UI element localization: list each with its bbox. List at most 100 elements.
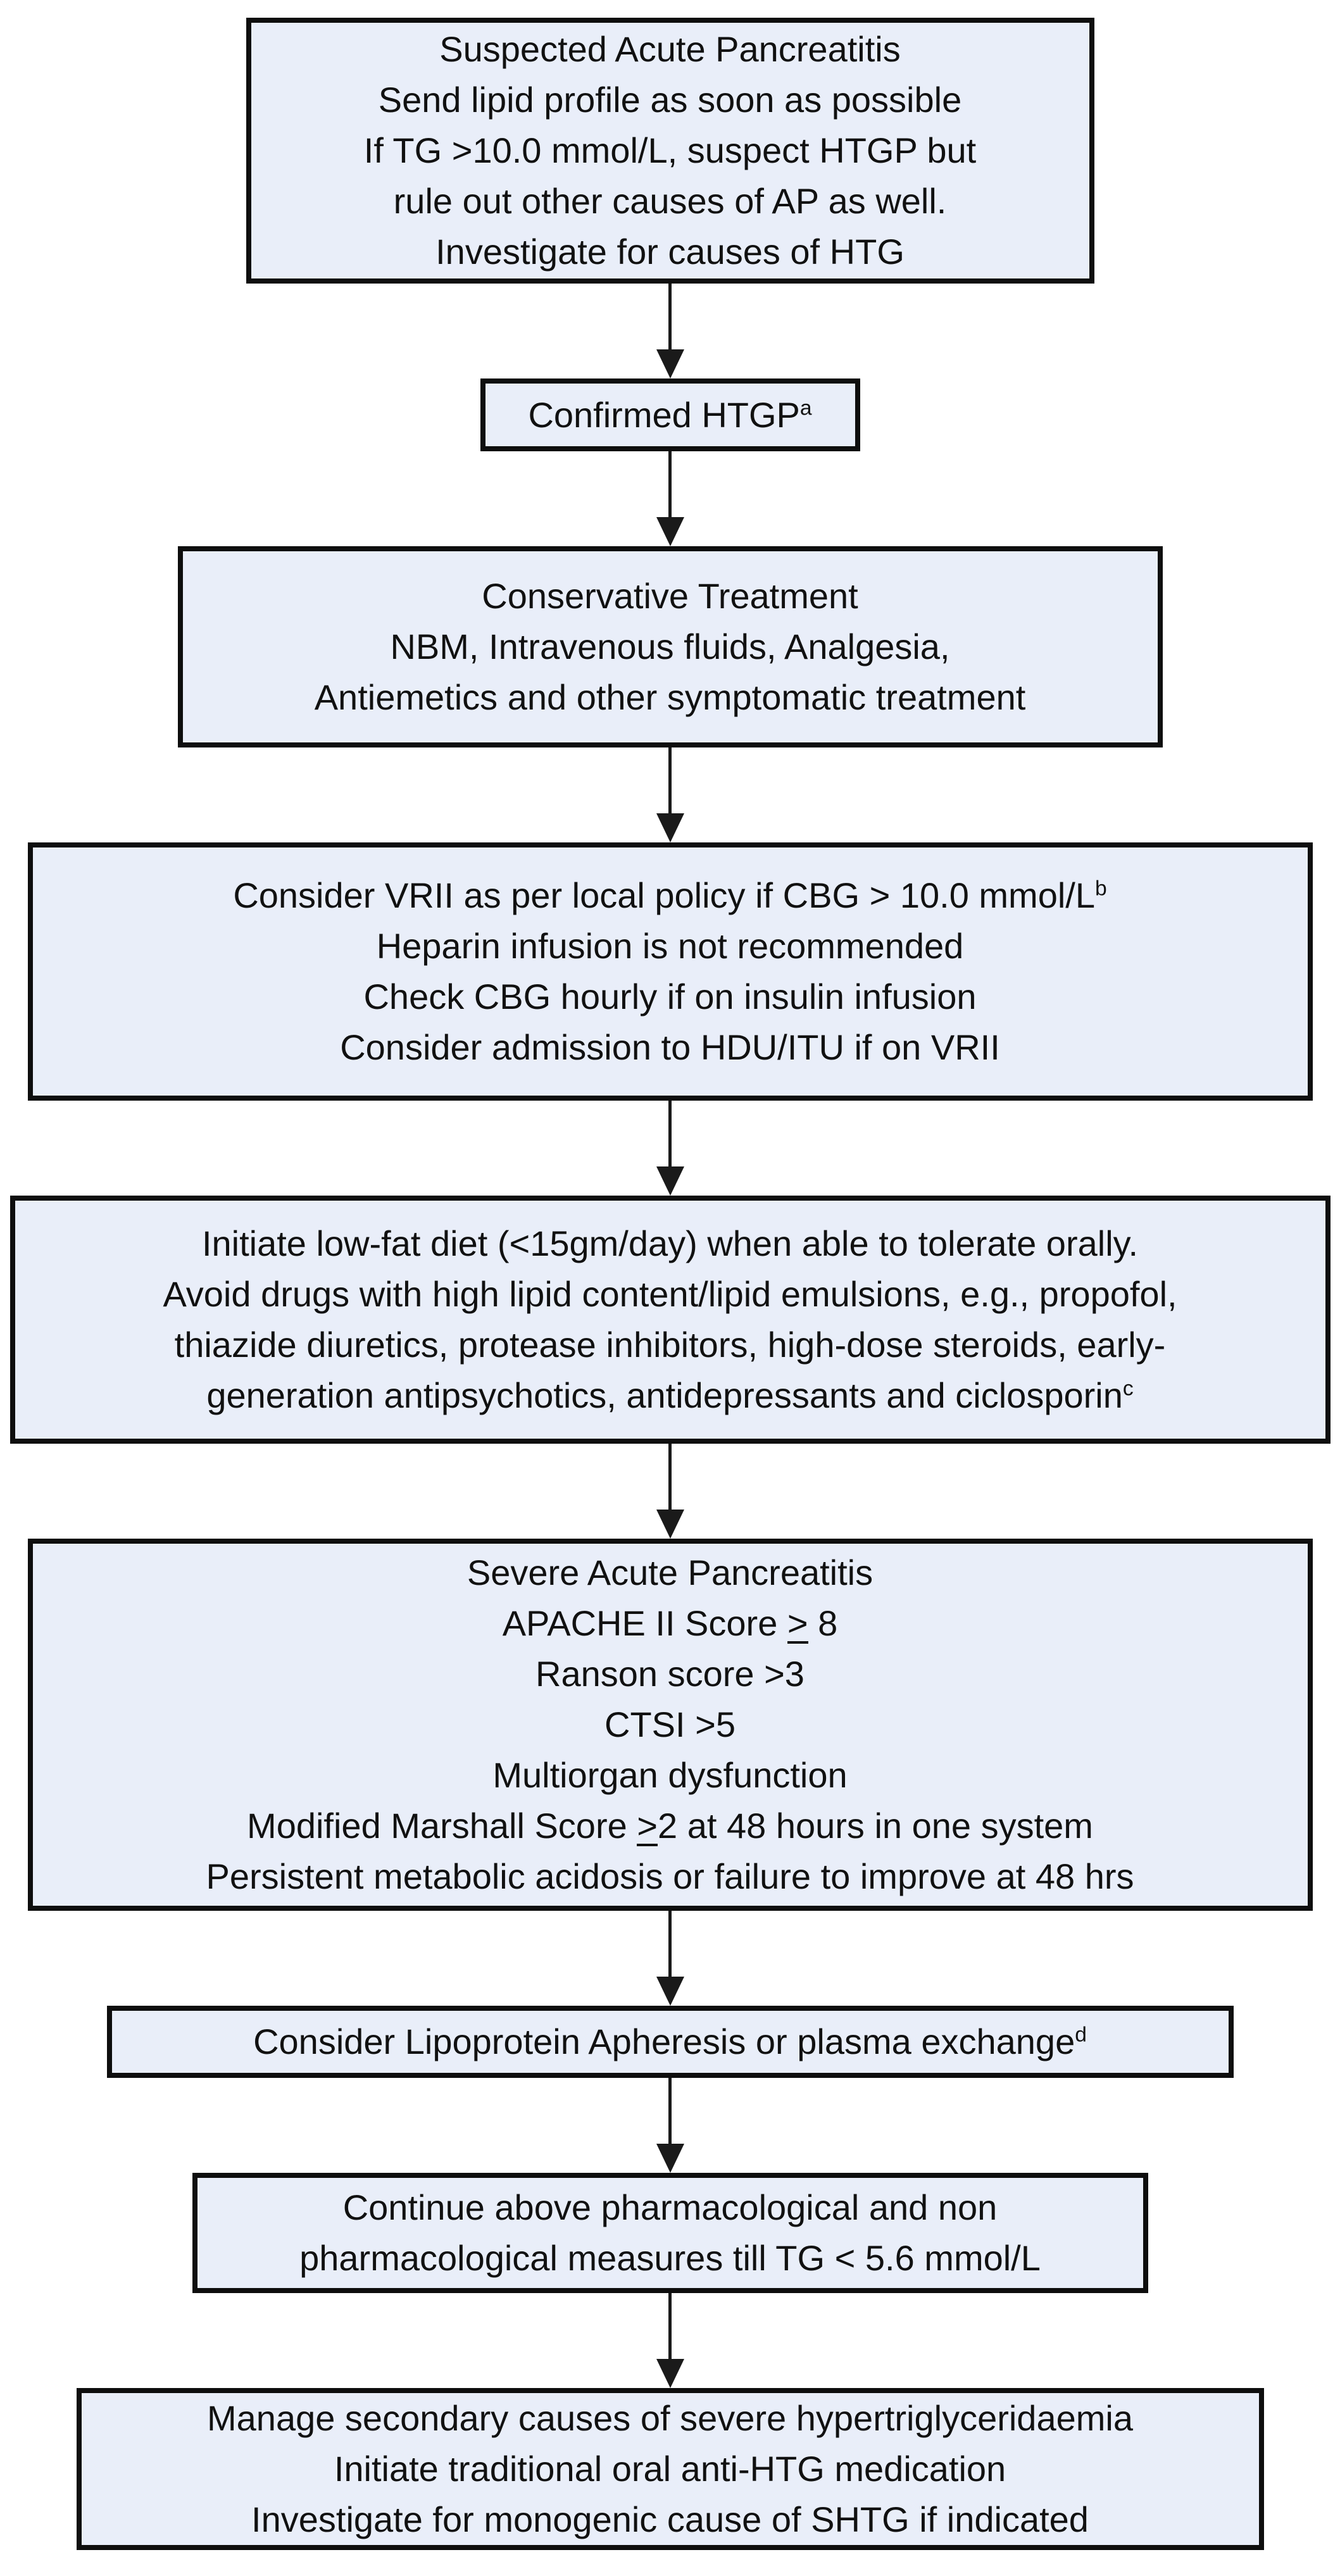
- flow-box-text-line: Manage secondary causes of severe hypert…: [207, 2393, 1133, 2444]
- flow-box-text-line: Investigate for monogenic cause of SHTG …: [251, 2494, 1089, 2545]
- flow-box-text-line: Conservative Treatment: [482, 571, 858, 622]
- flow-box-text-line: Initiate low-fat diet (<15gm/day) when a…: [202, 1218, 1138, 1269]
- text-segment: thiazide diuretics, protease inhibitors,…: [174, 1325, 1166, 1365]
- text-segment: CTSI >5: [604, 1704, 736, 1744]
- text-segment: Antiemetics and other symptomatic treatm…: [314, 677, 1026, 717]
- down-arrow-icon: [656, 1444, 684, 1539]
- footnote-superscript: c: [1122, 1377, 1134, 1401]
- flow-box-manage-secondary-causes: Manage secondary causes of severe hypert…: [76, 2388, 1264, 2550]
- arrow-head-icon: [656, 813, 684, 842]
- flow-box-text-line: pharmacological measures till TG < 5.6 m…: [299, 2233, 1041, 2284]
- text-segment: Continue above pharmacological and non: [342, 2187, 998, 2227]
- down-arrow-icon: [656, 747, 684, 842]
- text-segment: NBM, Intravenous fluids, Analgesia,: [390, 627, 950, 666]
- flow-box-lipoprotein-apheresis-plasma-exchange: Consider Lipoprotein Apheresis or plasma…: [106, 2006, 1234, 2078]
- flow-box-text-line: Send lipid profile as soon as possible: [379, 75, 961, 125]
- flow-box-text-line: Modified Marshall Score >2 at 48 hours i…: [247, 1801, 1093, 1851]
- arrow-shaft: [668, 1444, 672, 1511]
- flow-box-text-line: Multiorgan dysfunction: [492, 1750, 847, 1801]
- arrow-head-icon: [656, 1977, 684, 2006]
- flow-box-text-line: Severe Acute Pancreatitis: [467, 1547, 873, 1598]
- text-segment: Conservative Treatment: [482, 576, 858, 616]
- flow-box-text-line: Antiemetics and other symptomatic treatm…: [315, 672, 1026, 723]
- greater-equal-text: >: [787, 1603, 808, 1644]
- greater-equal-text: >: [637, 1806, 658, 1846]
- arrow-shaft: [668, 284, 672, 351]
- text-segment: Consider Lipoprotein Apheresis or plasma…: [253, 2022, 1075, 2061]
- flow-box-text-line: NBM, Intravenous fluids, Analgesia,: [390, 622, 949, 672]
- arrow-shaft: [668, 747, 672, 815]
- arrow-head-icon: [656, 1166, 684, 1196]
- down-arrow-icon: [656, 2078, 684, 2173]
- text-segment: pharmacological measures till TG < 5.6 m…: [299, 2238, 1041, 2278]
- arrow-head-icon: [656, 1510, 684, 1539]
- flow-box-text-line: APACHE II Score > 8: [502, 1598, 838, 1649]
- flow-box-text-line: generation antipsychotics, antidepressan…: [206, 1370, 1133, 1421]
- text-segment: Suspected Acute Pancreatitis: [439, 29, 901, 69]
- arrow-shaft: [668, 2293, 672, 2360]
- text-segment: Confirmed HTGP: [528, 394, 800, 435]
- text-segment: generation antipsychotics, antidepressan…: [206, 1375, 1123, 1415]
- arrow-shaft: [668, 2078, 672, 2145]
- flow-box-text-line: Confirmed HTGPa: [528, 390, 811, 441]
- flow-box-text-line: Check CBG hourly if on insulin infusion: [363, 972, 976, 1022]
- text-segment: Manage secondary causes of severe hypert…: [207, 2398, 1133, 2438]
- flow-box-text-line: Initiate traditional oral anti-HTG medic…: [334, 2444, 1006, 2494]
- flow-box-text-line: thiazide diuretics, protease inhibitors,…: [175, 1320, 1166, 1370]
- flow-box-text-line: Suspected Acute Pancreatitis: [439, 24, 900, 75]
- text-segment: APACHE II Score: [502, 1603, 787, 1643]
- flow-box-text-line: Consider admission to HDU/ITU if on VRII: [340, 1022, 1000, 1073]
- flow-box-text-line: Ranson score >3: [535, 1649, 805, 1699]
- text-segment: Severe Acute Pancreatitis: [466, 1553, 874, 1592]
- footnote-superscript: d: [1075, 2023, 1087, 2047]
- arrow-head-icon: [656, 2144, 684, 2173]
- flow-box-text-line: Investigate for causes of HTG: [435, 227, 905, 277]
- text-segment: Initiate traditional oral anti-HTG medic…: [334, 2449, 1006, 2489]
- flow-box-confirmed-htgp: Confirmed HTGPa: [480, 378, 860, 451]
- arrow-head-icon: [656, 517, 684, 546]
- arrow-shaft: [668, 1911, 672, 1978]
- flow-box-text-line: CTSI >5: [604, 1699, 736, 1750]
- flow-box-continue-measures-till-tg-target: Continue above pharmacological and non ph…: [192, 2173, 1148, 2293]
- flow-box-text-line: Continue above pharmacological and non: [343, 2182, 998, 2233]
- text-segment: rule out other causes of AP as well.: [393, 181, 947, 221]
- footnote-superscript: b: [1094, 877, 1107, 901]
- text-segment: Ranson score >3: [535, 1654, 805, 1694]
- flow-box-text-line: rule out other causes of AP as well.: [394, 176, 947, 227]
- text-segment: Consider VRII as per local policy if CBG…: [233, 875, 1095, 915]
- text-segment: Modified Marshall Score: [247, 1806, 637, 1846]
- flow-box-text-line: If TG >10.0 mmol/L, suspect HTGP but: [364, 125, 976, 176]
- flow-box-low-fat-diet-drug-avoidance: Initiate low-fat diet (<15gm/day) when a…: [9, 1196, 1331, 1444]
- text-segment: If TG >10.0 mmol/L, suspect HTGP but: [363, 130, 977, 170]
- text-segment: Persistent metabolic acidosis or failure…: [206, 1856, 1134, 1896]
- flow-box-text-line: Consider Lipoprotein Apheresis or plasma…: [253, 2016, 1087, 2067]
- text-segment: Send lipid profile as soon as possible: [378, 80, 962, 120]
- text-segment: 2 at 48 hours in one system: [658, 1806, 1093, 1846]
- flow-box-text-line: Persistent metabolic acidosis or failure…: [206, 1851, 1134, 1902]
- flow-box-glycaemic-management-vrii: Consider VRII as per local policy if CBG…: [27, 842, 1313, 1101]
- down-arrow-icon: [656, 2293, 684, 2388]
- flow-box-text-line: Heparin infusion is not recommended: [377, 921, 964, 972]
- arrow-shaft: [668, 451, 672, 518]
- text-segment: Check CBG hourly if on insulin infusion: [363, 977, 977, 1016]
- arrow-head-icon: [656, 349, 684, 378]
- text-segment: Avoid drugs with high lipid content/lipi…: [163, 1274, 1177, 1314]
- text-segment: Consider admission to HDU/ITU if on VRII: [340, 1027, 1000, 1067]
- text-segment: Investigate for causes of HTG: [435, 232, 905, 272]
- down-arrow-icon: [656, 1911, 684, 2006]
- flow-box-text-line: Avoid drugs with high lipid content/lipi…: [163, 1269, 1177, 1320]
- text-segment: 8: [808, 1603, 838, 1643]
- text-segment: Investigate for monogenic cause of SHTG …: [251, 2499, 1089, 2539]
- footnote-superscript: a: [799, 396, 812, 420]
- text-segment: Heparin infusion is not recommended: [376, 926, 964, 966]
- down-arrow-icon: [656, 1101, 684, 1196]
- text-segment: Multiorgan dysfunction: [492, 1755, 848, 1795]
- arrow-head-icon: [656, 2359, 684, 2388]
- text-segment: Initiate low-fat diet (<15gm/day) when a…: [201, 1223, 1139, 1263]
- down-arrow-icon: [656, 451, 684, 546]
- down-arrow-icon: [656, 284, 684, 378]
